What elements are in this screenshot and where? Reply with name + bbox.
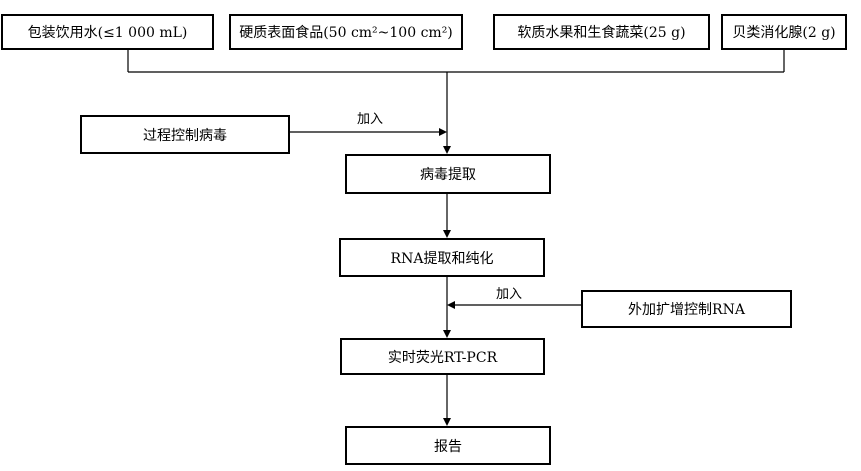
arrowhead-to-rt-pcr bbox=[443, 330, 451, 338]
source-box-shellfish-gland: 贝类消化腺(2 g) bbox=[721, 14, 847, 50]
amplification-control-rna-box: 外加扩增控制RNA bbox=[581, 290, 792, 328]
rna-extraction-label: RNA提取和纯化 bbox=[390, 250, 494, 267]
arrowhead-to-rna-extraction bbox=[443, 230, 451, 238]
report-label: 报告 bbox=[434, 438, 462, 455]
virus-extraction-box: 病毒提取 bbox=[345, 154, 551, 194]
add-label-amplification-control: 加入 bbox=[496, 287, 523, 302]
arrowhead-add-process-control bbox=[439, 128, 447, 136]
arrowhead-add-amplification-control bbox=[447, 301, 455, 309]
source-label: 硬质表面食品(50 cm²~100 cm²) bbox=[239, 25, 453, 41]
virus-extraction-label: 病毒提取 bbox=[420, 167, 476, 183]
arrowhead-to-report bbox=[443, 418, 451, 426]
source-box-hard-surface-food: 硬质表面食品(50 cm²~100 cm²) bbox=[229, 14, 463, 50]
source-label: 贝类消化腺(2 g) bbox=[732, 25, 836, 41]
rt-pcr-box: 实时荧光RT-PCR bbox=[340, 338, 545, 375]
amplification-control-label: 外加扩增控制RNA bbox=[628, 302, 745, 318]
source-label: 包装饮用水(≤1 000 mL) bbox=[27, 25, 188, 41]
source-box-bottled-water: 包装饮用水(≤1 000 mL) bbox=[1, 14, 214, 50]
source-label: 软质水果和生食蔬菜(25 g) bbox=[517, 25, 686, 41]
add-label-process-control: 加入 bbox=[357, 112, 384, 127]
process-control-virus-box: 过程控制病毒 bbox=[80, 115, 290, 154]
source-box-soft-fruit-vegetables: 软质水果和生食蔬菜(25 g) bbox=[493, 14, 710, 50]
process-control-label: 过程控制病毒 bbox=[143, 127, 227, 144]
rt-pcr-label: 实时荧光RT-PCR bbox=[387, 349, 498, 366]
report-box: 报告 bbox=[345, 426, 551, 465]
rna-extraction-box: RNA提取和纯化 bbox=[339, 238, 545, 277]
arrowhead-to-virus-extraction bbox=[443, 146, 451, 154]
